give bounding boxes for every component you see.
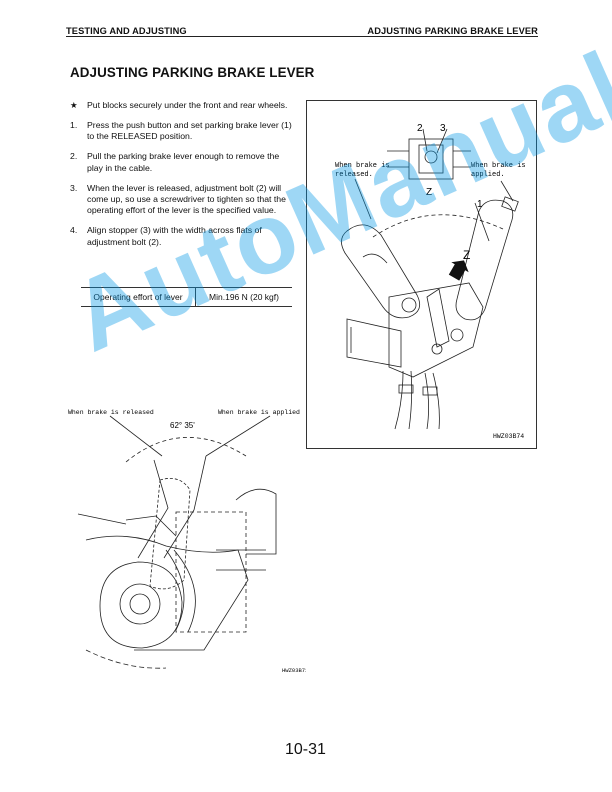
spec-value: Min.196 N (20 kgf) <box>209 292 279 302</box>
step-3: 3. When the lever is released, adjustmen… <box>70 183 294 217</box>
lever-drawing: 2 3 Z 1 Z When brake is released. When b… <box>335 123 526 440</box>
step-4: 4. Align stopper (3) with the width acro… <box>70 225 294 248</box>
step-text: When the lever is released, adjustment b… <box>87 182 286 216</box>
step-text: Press the push button and set parking br… <box>87 119 292 142</box>
released-label: When brake is released <box>68 409 154 416</box>
applied-label: When brake is applied <box>218 409 300 416</box>
procedure-steps: ★ Put blocks securely under the front an… <box>70 100 294 257</box>
callout-1: 1 <box>477 199 483 210</box>
view-z-label: Z <box>426 187 432 198</box>
step-1: 1. Press the push button and set parking… <box>70 120 294 143</box>
figure-id-right: HWZ03B74 <box>493 433 524 440</box>
step-number: 3. <box>70 182 78 193</box>
lever-figure: 2 3 Z 1 Z When brake is released. When b… <box>306 100 537 449</box>
header-page-title: ADJUSTING PARKING BRAKE LEVER <box>367 26 538 36</box>
figure-id-bottom: HWZ03B73 <box>282 667 306 674</box>
released-label-line2: released. <box>335 171 373 179</box>
intro-text: Put blocks securely under the front and … <box>87 100 288 110</box>
view-z-arrow-label: Z <box>463 248 470 262</box>
step-number: 1. <box>70 119 78 130</box>
step-2: 2. Pull the parking brake lever enough t… <box>70 151 294 174</box>
callout-3: 3 <box>440 123 446 134</box>
star-icon: ★ <box>70 100 78 110</box>
spec-label: Operating effort of lever <box>81 288 196 306</box>
applied-label-line2: applied. <box>471 171 505 179</box>
step-text: Align stopper (3) with the width across … <box>87 225 262 247</box>
step-text: Pull the parking brake lever enough to r… <box>87 151 280 173</box>
header-rule <box>66 36 538 37</box>
spec-table: Operating effort of lever Min.196 N (20 … <box>81 287 292 307</box>
angle-label: 62° 35' <box>170 421 195 430</box>
released-label-line1: When brake is <box>335 162 390 170</box>
header-section-title: TESTING AND ADJUSTING <box>66 26 187 36</box>
step-number: 4. <box>70 225 78 236</box>
intro-note: ★ Put blocks securely under the front an… <box>70 100 294 111</box>
callout-2: 2 <box>417 123 423 134</box>
page-number: 10-31 <box>285 741 326 758</box>
vehicle-cable-figure: When brake is released When brake is app… <box>68 409 306 674</box>
page-title: ADJUSTING PARKING BRAKE LEVER <box>70 65 315 80</box>
step-number: 2. <box>70 151 78 162</box>
applied-label-line1: When brake is <box>471 162 526 170</box>
